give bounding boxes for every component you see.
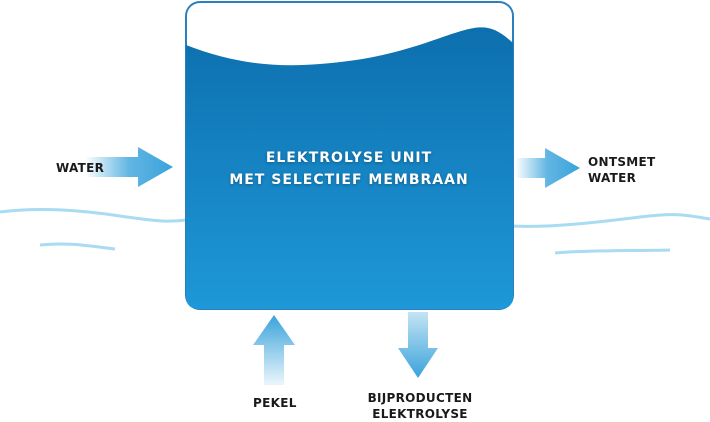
wave-lines: [0, 207, 710, 255]
byproducts-out-arrow: [398, 312, 438, 378]
water-in-arrow: [85, 147, 173, 187]
wave-line-left-1: [0, 207, 187, 223]
byproducts-label-line1: BIJPRODUCTEN: [367, 391, 473, 405]
water-in-label: WATER: [56, 161, 105, 175]
byproducts-label-line2: ELEKTROLYSE: [372, 407, 468, 421]
disinfected-water-label: ONTSMET WATER: [588, 154, 656, 186]
wave-line-left-2: [39, 242, 116, 251]
unit-title-line1: ELEKTROLYSE UNIT: [265, 150, 433, 166]
brine-label: PEKEL: [253, 396, 297, 410]
disinfected-water-out-arrow: [515, 148, 580, 188]
electrolysis-tank: [185, 1, 514, 310]
wave-line-right-1: [511, 213, 710, 228]
unit-title-line2: MET SELECTIEF MEMBRAAN: [229, 172, 469, 188]
wave-line-right-2: [554, 248, 671, 255]
byproducts-label: BIJPRODUCTEN ELEKTROLYSE: [360, 390, 480, 422]
tank-water: [186, 27, 513, 310]
unit-title: ELEKTROLYSE UNIT MET SELECTIEF MEMBRAAN: [185, 147, 513, 191]
disinfected-water-label-line2: WATER: [588, 171, 637, 185]
disinfected-water-label-line1: ONTSMET: [588, 155, 656, 169]
brine-in-arrow: [253, 315, 295, 385]
